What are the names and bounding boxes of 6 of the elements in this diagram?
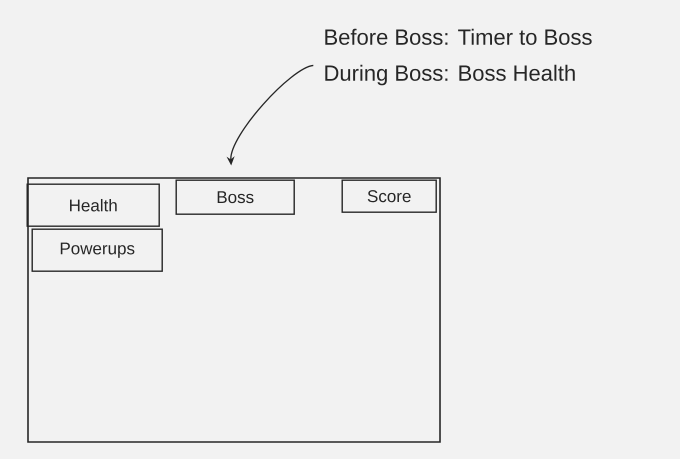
screen-frame xyxy=(27,177,441,443)
panel-box: Powerups xyxy=(32,228,163,272)
panel-box: Boss xyxy=(176,180,295,215)
note-text: Before Boss: Timer to Boss During Boss: Boss Health xyxy=(325,28,592,86)
panel-box: Health xyxy=(26,184,160,227)
panel-box: Score xyxy=(342,180,437,213)
